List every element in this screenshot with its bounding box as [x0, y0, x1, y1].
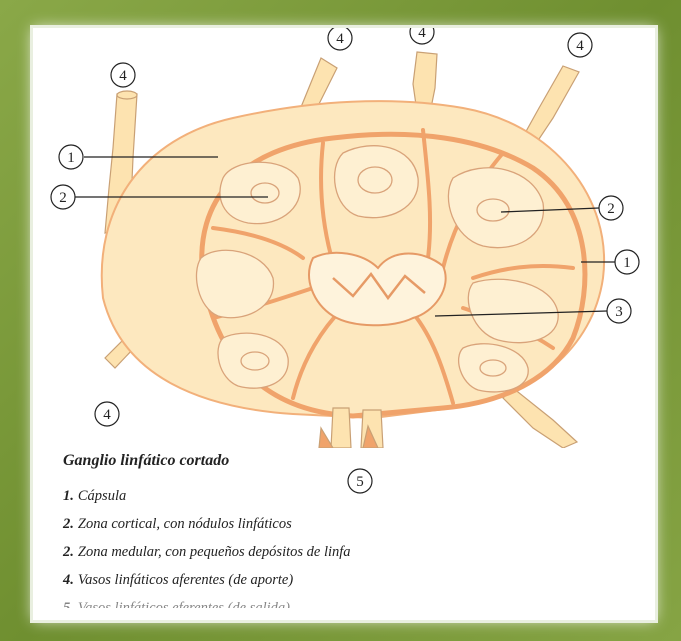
nodule	[218, 333, 288, 388]
callout-1-left: 1	[67, 150, 75, 166]
callout-4-top: 4	[336, 31, 344, 47]
nodule	[335, 146, 419, 218]
callout-4-top-center: 4	[418, 28, 426, 41]
caption-legend: 1.Cápsula 2.Zona cortical, con nódulos l…	[63, 486, 351, 608]
callout-5: 5	[356, 474, 364, 490]
legend-item: 5.Vasos linfáticos eferentes (de salida)	[63, 598, 351, 608]
legend-item: 2.Zona medular, con pequeños depósitos d…	[63, 542, 351, 570]
callout-4-top-left: 4	[119, 68, 127, 84]
callout-4-bottom-left: 4	[103, 407, 111, 423]
legend-item: 1.Cápsula	[63, 486, 351, 514]
caption-title: Ganglio linfático cortado	[63, 452, 229, 470]
callout-1-right: 1	[623, 255, 631, 271]
efferent-vessel-bottom-right	[503, 388, 577, 448]
legend-item: 2.Zona cortical, con nódulos linfáticos	[63, 514, 351, 542]
callout-3: 3	[615, 304, 623, 320]
callout-2-left: 2	[59, 190, 67, 206]
legend-item: 4.Vasos linfáticos aferentes (de aporte)	[63, 570, 351, 598]
callout-2-right: 2	[607, 201, 615, 217]
callout-4-top-right: 4	[576, 38, 584, 54]
figure-card: 1 2 4 4 4 4 2 1 3 4 5 Ganglio linfático …	[33, 28, 655, 620]
lymph-node-diagram: 1 2 4 4 4 4 2 1 3 4	[33, 28, 655, 448]
